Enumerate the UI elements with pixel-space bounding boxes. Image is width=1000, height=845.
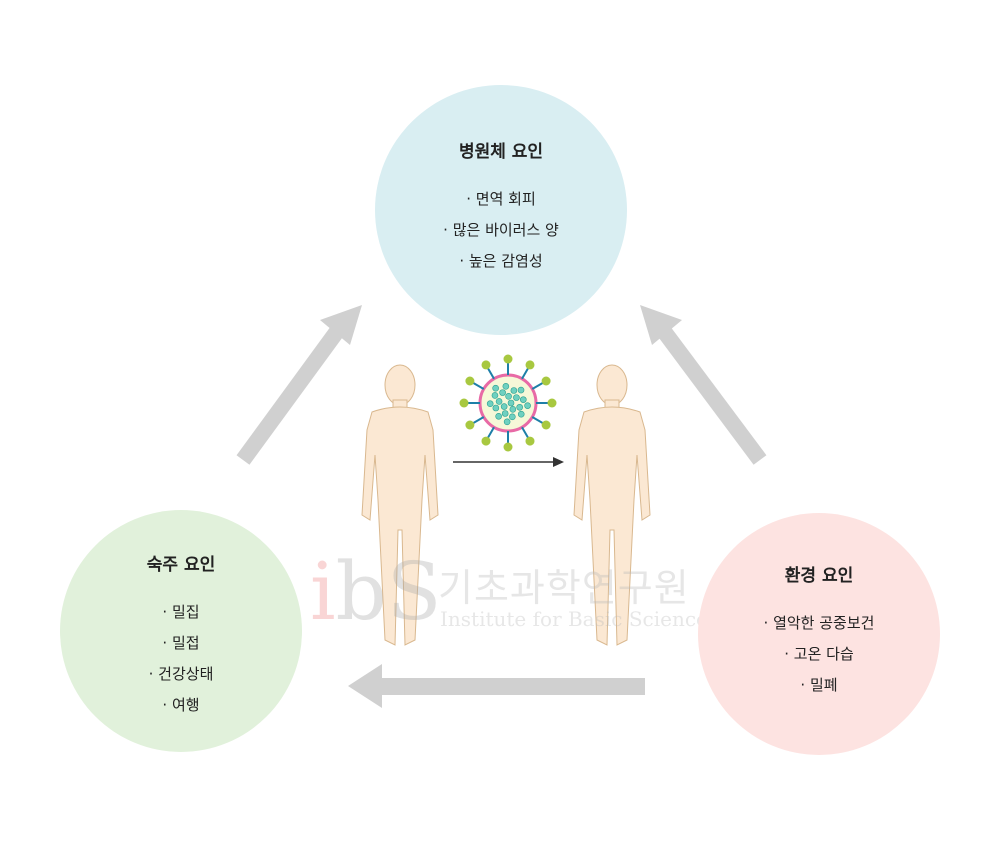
virus-spike-head — [465, 420, 475, 430]
virus-spike-head — [481, 436, 491, 446]
watermark-korean: 기초과학연구원 — [438, 566, 690, 610]
watermark-logo: ibS — [310, 545, 442, 638]
virus-particle — [509, 413, 516, 421]
arrow-host-to-pathogen — [236, 305, 362, 465]
environment-item: 밀폐 — [764, 670, 875, 701]
virus-spike-head — [525, 436, 535, 446]
virus-icon — [459, 354, 557, 452]
host-title: 숙주 요인 — [146, 555, 216, 575]
virus-particle — [510, 387, 518, 394]
virus-spike-head — [503, 442, 513, 452]
transmission-arrow — [453, 457, 564, 467]
virus-spike — [472, 416, 485, 424]
virus-particle — [500, 403, 508, 410]
virus-spike-head — [547, 398, 557, 408]
environment-item: 열악한 공중보건 — [764, 608, 874, 639]
virus-particle — [513, 394, 520, 401]
virus-particle — [495, 412, 502, 420]
arrow-environment-to-host — [348, 664, 645, 708]
virus-spike — [531, 382, 544, 390]
virus-spike — [521, 367, 529, 380]
virus-particle — [495, 398, 503, 405]
human-figure-left — [361, 364, 439, 646]
host-factors-circle: 숙주 요인 밀집 밀접 건강상태 여행 — [60, 510, 302, 752]
virus-spike — [487, 426, 495, 439]
virus-spike-head — [465, 376, 475, 386]
virus-particle — [502, 383, 510, 390]
pathogen-title: 병원체 요인 — [458, 142, 544, 162]
pathogen-item: 높은 감염성 — [443, 246, 559, 277]
virus-spike-head — [459, 398, 469, 408]
virus-particle — [517, 386, 525, 394]
arrow-environment-to-pathogen — [640, 305, 767, 465]
human-figure-right — [573, 364, 651, 646]
watermark-english: Institute for Basic Science — [440, 607, 708, 631]
environment-factors-circle: 환경 요인 열악한 공중보건 고온 다습 밀폐 — [698, 513, 940, 755]
virus-particle — [516, 403, 523, 411]
pathogen-item: 면역 회피 — [443, 184, 559, 215]
virus-particle — [507, 399, 515, 407]
virus-spike — [521, 426, 529, 439]
virus-particle — [492, 384, 499, 392]
pathogen-factors-circle: 병원체 요인 면역 회피 많은 바이러스 양 높은 감염성 — [375, 85, 627, 335]
virus-particle — [505, 392, 512, 400]
virus-particle — [524, 402, 531, 409]
virus-particle — [509, 406, 517, 413]
virus-particle — [499, 389, 506, 396]
virus-spike-head — [541, 420, 551, 430]
host-item: 여행 — [149, 690, 214, 721]
virus-spike-head — [481, 360, 491, 370]
environment-item: 고온 다습 — [764, 639, 875, 670]
virus-spike-head — [525, 360, 535, 370]
host-item: 밀집 — [149, 597, 214, 628]
virus-particle — [492, 404, 500, 412]
virus-particle — [503, 418, 511, 426]
host-item: 건강상태 — [149, 659, 213, 690]
host-item: 밀접 — [149, 628, 214, 659]
virus-particle — [491, 392, 499, 399]
virus-spike — [487, 367, 495, 380]
virus-spike — [472, 382, 485, 390]
virus-particle — [517, 410, 525, 418]
virus-spike-head — [541, 376, 551, 386]
pathogen-item: 많은 바이러스 양 — [443, 215, 559, 246]
virus-spike-head — [503, 354, 513, 364]
virus-particle — [520, 396, 527, 403]
virus-particle — [486, 400, 494, 408]
virus-particle — [501, 410, 509, 417]
virus-spike — [531, 416, 544, 424]
environment-title: 환경 요인 — [784, 566, 854, 586]
